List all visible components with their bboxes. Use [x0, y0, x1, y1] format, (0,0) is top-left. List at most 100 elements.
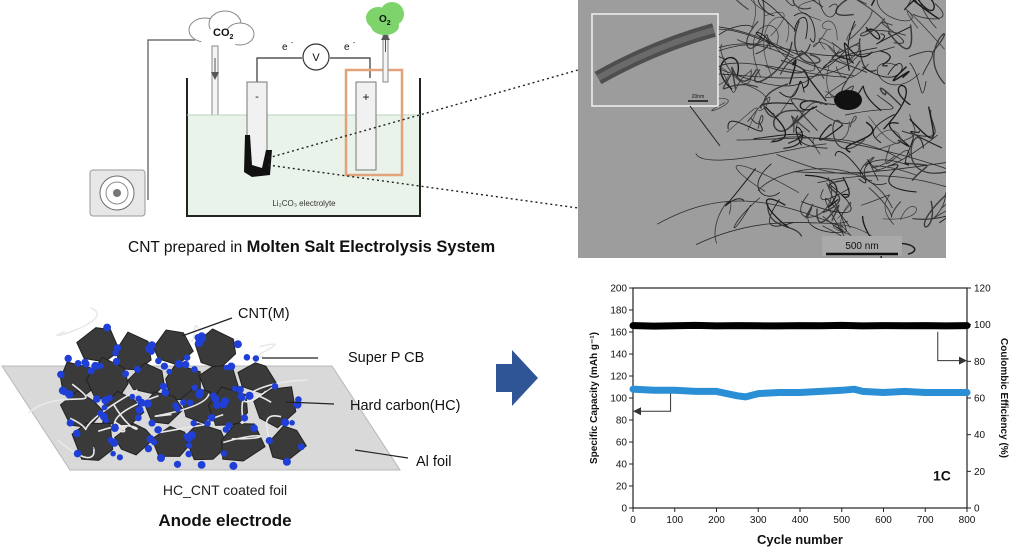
series-1-point: [692, 388, 699, 395]
super-p-dot: [185, 450, 193, 458]
cnt-fiber: [882, 206, 917, 221]
y-tick-label: 140: [610, 350, 627, 361]
series-1-point: [943, 389, 950, 396]
cnt-fiber: [820, 187, 850, 200]
super-p-dot: [112, 349, 119, 357]
cnt-fiber: [798, 52, 825, 80]
cnt-fiber: [785, 0, 795, 7]
cnt-fiber: [764, 11, 785, 36]
cnt-fiber: [726, 107, 758, 133]
cnt-fiber: [910, 136, 946, 174]
x-axis-label: Cycle number: [757, 532, 843, 547]
cnt-fiber: [743, 83, 768, 111]
series-1-point: [630, 386, 636, 393]
y-tick-label: 20: [616, 482, 628, 493]
leader-hc: [285, 401, 335, 405]
super-p-dot: [229, 461, 238, 470]
cnt-fiber: [725, 168, 757, 207]
cnt-fiber: [755, 31, 788, 55]
x-tick-label: 400: [792, 515, 809, 526]
super-p-dot: [143, 399, 152, 408]
super-p-dot: [154, 426, 162, 434]
super-p-dot: [223, 364, 230, 371]
cnt-fiber: [798, 0, 822, 21]
anode-sign: +: [362, 90, 369, 104]
series-1-point: [817, 388, 824, 395]
cnt-fiber: [905, 134, 914, 165]
cnt-fiber: [815, 109, 857, 128]
cnt-fiber: [948, 49, 956, 84]
cnt-fiber: [827, 44, 860, 60]
cnt-fiber: [841, 176, 850, 198]
cnt-fiber: [887, 164, 917, 193]
super-p-dot: [195, 339, 203, 347]
cnt-fiber: [656, 200, 844, 228]
cnt-fiber: [776, 134, 938, 175]
anode-title: Anode electrode: [158, 511, 291, 530]
super-p-dot: [161, 388, 170, 397]
cnt-fiber: [964, 158, 995, 168]
super-p-dot: [134, 365, 141, 373]
cnt-fiber: [906, 10, 945, 50]
super-p-dot: [116, 454, 123, 461]
cnt-fiber: [833, 224, 876, 240]
cnt-strand: [154, 393, 210, 418]
cnt-fiber: [904, 0, 937, 29]
cnt-fiber: [812, 29, 839, 57]
cnt-fiber: [892, 66, 910, 82]
cnt-fiber: [879, 50, 891, 67]
cnt-fiber: [779, 43, 811, 75]
y-tick-label: 80: [616, 416, 628, 427]
series-0-point: [713, 322, 720, 329]
super-p-dot: [236, 386, 244, 394]
series-0-point: [650, 323, 657, 330]
super-p-dot: [93, 395, 101, 403]
y2-tick-label: 100: [974, 320, 991, 331]
cnt-fiber: [910, 130, 943, 149]
electrolyte-bath: [187, 115, 419, 215]
cnt-cluster: [834, 90, 862, 110]
cnt-fiber: [865, 26, 881, 40]
series-0-point: [755, 322, 762, 329]
super-p-dot: [289, 420, 295, 426]
cnt-fiber: [711, 44, 855, 77]
gas-pump: [89, 169, 146, 217]
anode-sheath: [355, 81, 377, 171]
super-p-dot: [155, 357, 162, 365]
cnt-fiber: [695, 220, 848, 245]
o2-sub: 2: [387, 20, 391, 27]
cnt-fiber: [931, 33, 946, 85]
series-1-point: [742, 393, 749, 400]
cnt-fiber: [763, 16, 789, 78]
cathode-sign: -: [255, 91, 259, 103]
cnt-fiber: [912, 3, 944, 20]
y-tick-label: 120: [610, 372, 627, 383]
cnt-fiber: [793, 12, 816, 43]
super-p-dot: [186, 442, 193, 449]
y-tick-label: 160: [610, 328, 627, 339]
super-p-dot: [94, 362, 101, 369]
series-1-point: [880, 389, 887, 396]
series-0-point: [692, 322, 699, 329]
cnt-fiber: [779, 80, 805, 98]
cnt-tangle: [608, 0, 995, 258]
super-p-dot: [103, 323, 111, 332]
y-tick-label: 200: [610, 284, 627, 295]
cnt-fiber: [818, 38, 845, 53]
rate-annotation: 1C: [933, 468, 951, 484]
cnt-strand: [223, 435, 262, 444]
super-p-dot: [58, 386, 67, 395]
anode-panel: CNT(M) Super P CB Hard carbon(HC) Al foi…: [1, 306, 460, 530]
x-tick-label: 600: [875, 515, 892, 526]
x-tick-label: 300: [750, 515, 767, 526]
series-1-point: [755, 390, 762, 397]
series-1-point: [901, 388, 908, 395]
y2-tick-label: 20: [974, 467, 986, 478]
cnt-fiber: [832, 119, 866, 150]
series-0-point: [734, 322, 741, 329]
super-p-dot: [147, 341, 156, 350]
cnt-fiber: [792, 0, 824, 10]
series-1-point: [650, 387, 657, 394]
voltmeter: [302, 43, 330, 71]
tem-scalebar-label: 500 nm: [845, 241, 878, 252]
